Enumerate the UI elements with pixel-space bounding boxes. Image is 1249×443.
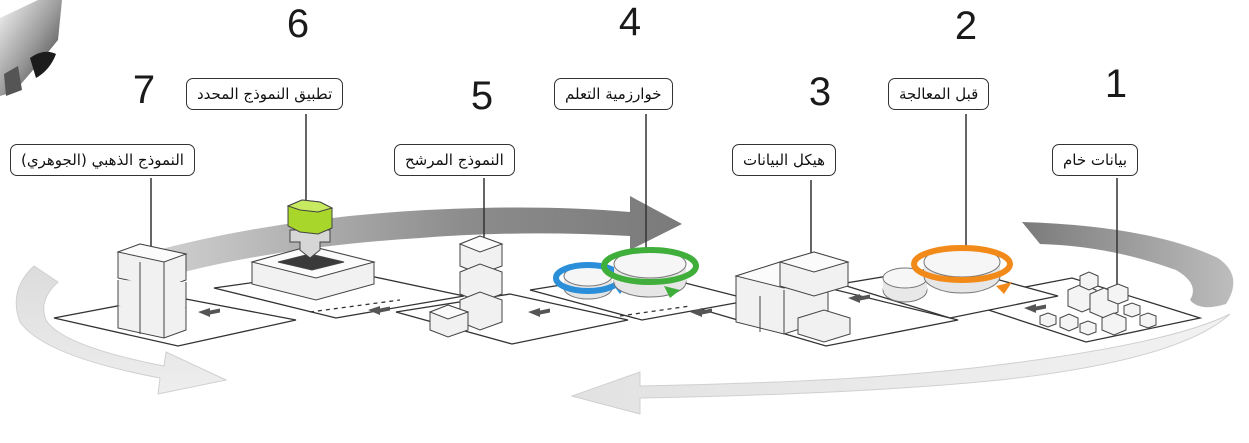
step-number-5: 5 bbox=[470, 74, 494, 118]
step-label-learning-algorithm: خوارزمية التعلم bbox=[554, 78, 673, 110]
golden-model-stack-icon bbox=[116, 243, 188, 339]
step-number-2: 2 bbox=[954, 4, 978, 48]
step-number-3: 3 bbox=[808, 70, 832, 114]
step-number-6: 6 bbox=[286, 2, 310, 46]
apply-model-press-icon bbox=[250, 199, 376, 301]
step-label-raw-data: بيانات خام bbox=[1052, 144, 1139, 176]
corner-device-icon bbox=[0, 0, 62, 96]
step-number-7: 7 bbox=[132, 68, 156, 112]
top-flow-arrow bbox=[140, 196, 682, 284]
learning-algorithm-gears-icon bbox=[553, 247, 699, 300]
left-flow-arrow bbox=[15, 265, 228, 395]
step-number-1: 1 bbox=[1104, 62, 1128, 106]
right-flow-arrow bbox=[1022, 222, 1234, 308]
preprocessing-gear-icon bbox=[882, 245, 1013, 303]
label-connectors bbox=[150, 114, 1118, 286]
step-label-candidate-model: النموذج المرشح bbox=[394, 144, 515, 176]
raw-data-cubes-icon bbox=[1039, 271, 1157, 336]
step-label-data-structure: هيكل البيانات bbox=[732, 144, 837, 176]
tile-flow-arrows bbox=[198, 294, 1046, 317]
bottom-flow-arrow bbox=[570, 313, 1231, 415]
step-label-preprocessing: قبل المعالجة bbox=[888, 78, 990, 110]
step-number-4: 4 bbox=[618, 0, 642, 44]
candidate-model-stack-icon bbox=[428, 235, 504, 338]
cycle-arrows bbox=[15, 196, 1234, 415]
data-structure-blocks-icon bbox=[734, 251, 851, 343]
step-label-golden-model: النموذج الذهبي (الجوهري) bbox=[10, 144, 195, 176]
step-label-apply-selected-model: تطبيق النموذج المحدد bbox=[186, 78, 344, 110]
